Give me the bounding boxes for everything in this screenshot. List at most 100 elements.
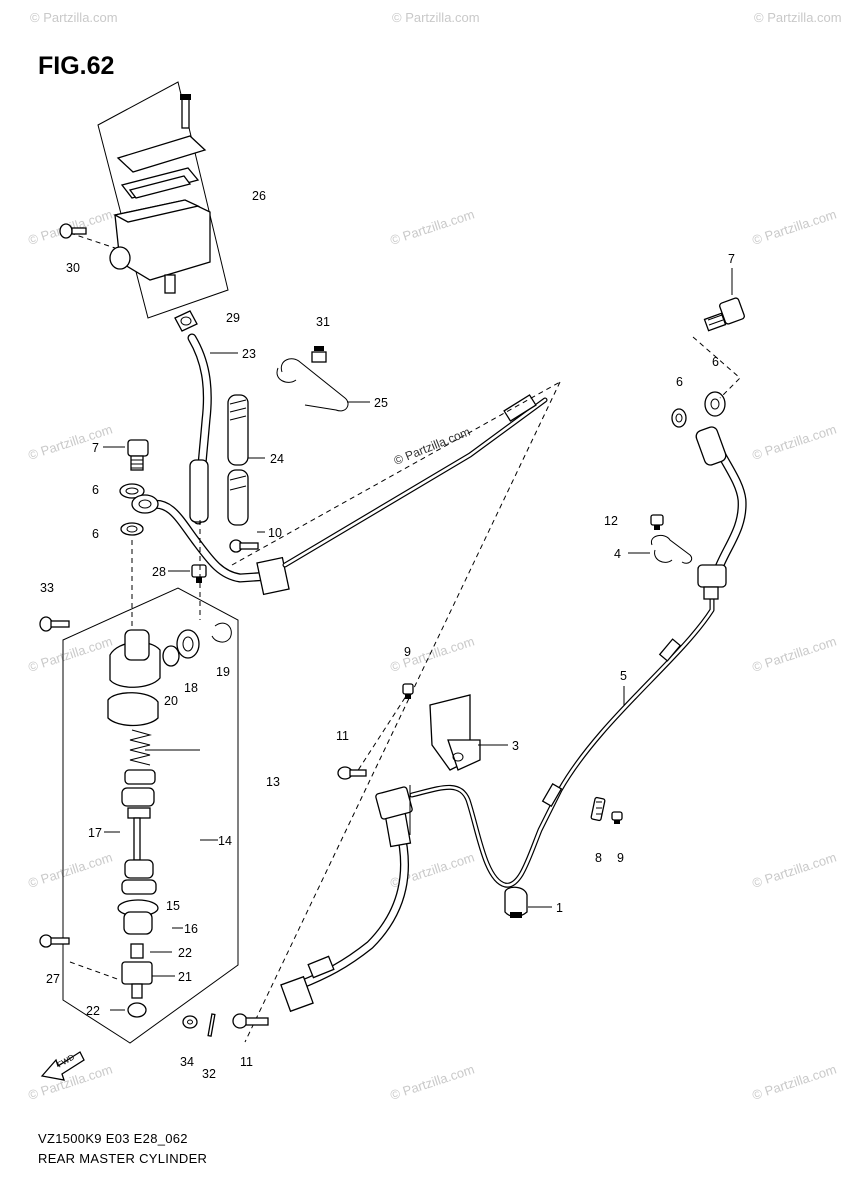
callout-22-lower: 22 — [86, 1004, 100, 1018]
bracket-3 — [429, 694, 481, 771]
callout-25: 25 — [374, 396, 388, 410]
bolt-33 — [39, 616, 70, 632]
callout-27: 27 — [46, 972, 60, 986]
clamp-29 — [174, 310, 198, 332]
callout-7-right: 7 — [728, 252, 735, 266]
leader-lines — [103, 268, 733, 1011]
callout-6-right-a: 6 — [712, 355, 719, 369]
callout-12: 12 — [604, 514, 618, 528]
svg-text:© Partzilla.com: © Partzilla.com — [750, 634, 838, 675]
callout-6-upper: 6 — [92, 483, 99, 497]
circlip-19 — [211, 622, 232, 643]
washer-6-right-b — [671, 408, 687, 428]
washer-6-lower — [120, 522, 144, 536]
hose-bracket-25 — [276, 346, 349, 412]
svg-text:© Partzilla.com: © Partzilla.com — [392, 10, 480, 25]
callout-3: 3 — [512, 739, 519, 753]
washer-6-upper — [119, 483, 145, 499]
callout-13: 13 — [266, 775, 280, 789]
washer-34 — [182, 1015, 198, 1029]
callout-1: 1 — [556, 901, 563, 915]
hose-24 — [227, 394, 249, 526]
callouts: 26 30 29 23 31 25 24 7 6 6 10 28 33 19 2… — [40, 189, 735, 1081]
figure-title: FIG.62 — [38, 52, 115, 80]
bolt-27 — [39, 934, 121, 981]
callout-26: 26 — [252, 189, 266, 203]
callout-31: 31 — [316, 315, 330, 329]
callout-34: 34 — [180, 1055, 194, 1069]
callout-33: 33 — [40, 581, 54, 595]
bolt-9-upper — [402, 683, 414, 699]
reservoir-box — [97, 81, 229, 319]
svg-text:© Partzilla.com: © Partzilla.com — [388, 634, 476, 675]
bolt-12 — [650, 514, 664, 530]
brake-hose-upper — [131, 394, 548, 596]
svg-text:© Partzilla.com: © Partzilla.com — [388, 207, 476, 248]
callout-5: 5 — [620, 669, 627, 683]
svg-text:© Partzilla.com: © Partzilla.com — [750, 422, 838, 463]
callout-21: 21 — [178, 970, 192, 984]
clamp-4 — [650, 534, 693, 564]
callout-4: 4 — [614, 547, 621, 561]
callout-9-upper: 9 — [404, 645, 411, 659]
svg-text:© Partzilla.com: © Partzilla.com — [26, 634, 114, 675]
reservoir-hose-23 — [187, 333, 212, 525]
screw-9-lower — [611, 811, 623, 824]
callout-22-upper: 22 — [178, 946, 192, 960]
svg-text:© Partzilla.com: © Partzilla.com — [750, 207, 838, 248]
callout-6-lower: 6 — [92, 527, 99, 541]
callout-14: 14 — [218, 834, 232, 848]
master-cylinder-13 — [62, 587, 239, 1044]
lower-brake-hose — [280, 785, 413, 1013]
callout-19: 19 — [216, 665, 230, 679]
callout-7-left: 7 — [92, 441, 99, 455]
fitting-1 — [504, 886, 528, 918]
bolt-10 — [229, 539, 259, 553]
reservoir-cap — [116, 135, 207, 173]
callout-11-lower: 11 — [240, 1055, 253, 1069]
callout-6-right-b: 6 — [676, 375, 683, 389]
callout-23: 23 — [242, 347, 256, 361]
bolt-11-upper — [337, 766, 367, 780]
callout-9-lower: 9 — [617, 851, 624, 865]
footer-caption: REAR MASTER CYLINDER — [38, 1151, 208, 1166]
o-ring-20 — [162, 645, 180, 667]
svg-text:© Partzilla.com: © Partzilla.com — [388, 1062, 476, 1103]
clip-8 — [590, 796, 606, 822]
svg-text:© Partzilla.com: © Partzilla.com — [26, 850, 114, 891]
svg-text:© Partzilla.com: © Partzilla.com — [754, 10, 842, 25]
rear-brake-hose — [695, 426, 747, 600]
svg-text:© Partzilla.com: © Partzilla.com — [26, 422, 114, 463]
banjo-bolt-7-left — [127, 439, 149, 471]
callout-29: 29 — [226, 311, 240, 325]
fitting-28 — [191, 564, 207, 583]
callout-32: 32 — [202, 1067, 216, 1081]
cap-screw — [181, 95, 190, 129]
washer-6-right-a — [704, 391, 726, 417]
callout-20: 20 — [164, 694, 178, 708]
callout-10: 10 — [268, 526, 282, 540]
callout-17: 17 — [88, 826, 102, 840]
footer-code: VZ1500K9 E03 E28_062 — [38, 1131, 188, 1146]
callout-16: 16 — [184, 922, 198, 936]
callout-28: 28 — [152, 565, 166, 579]
callout-15: 15 — [166, 899, 180, 913]
callout-30: 30 — [66, 261, 80, 275]
callout-24: 24 — [270, 452, 284, 466]
reservoir-nipple — [164, 274, 176, 294]
fitting-18 — [176, 629, 200, 659]
screw-30 — [59, 223, 87, 239]
callout-8: 8 — [595, 851, 602, 865]
bolt-11-lower — [232, 1013, 269, 1029]
svg-text:© Partzilla.com: © Partzilla.com — [750, 850, 838, 891]
fwd-arrow: FWD — [40, 1051, 85, 1081]
brake-pipe-5 — [409, 592, 715, 888]
cotter-pin-32 — [207, 1013, 216, 1037]
guide-right — [692, 336, 741, 399]
svg-text:© Partzilla.com: © Partzilla.com — [750, 1062, 838, 1103]
banjo-bolt-7-right — [703, 297, 745, 332]
guide-lines — [131, 381, 561, 1043]
reservoir-assembly — [69, 81, 229, 319]
svg-text:© Partzilla.com: © Partzilla.com — [30, 10, 118, 25]
